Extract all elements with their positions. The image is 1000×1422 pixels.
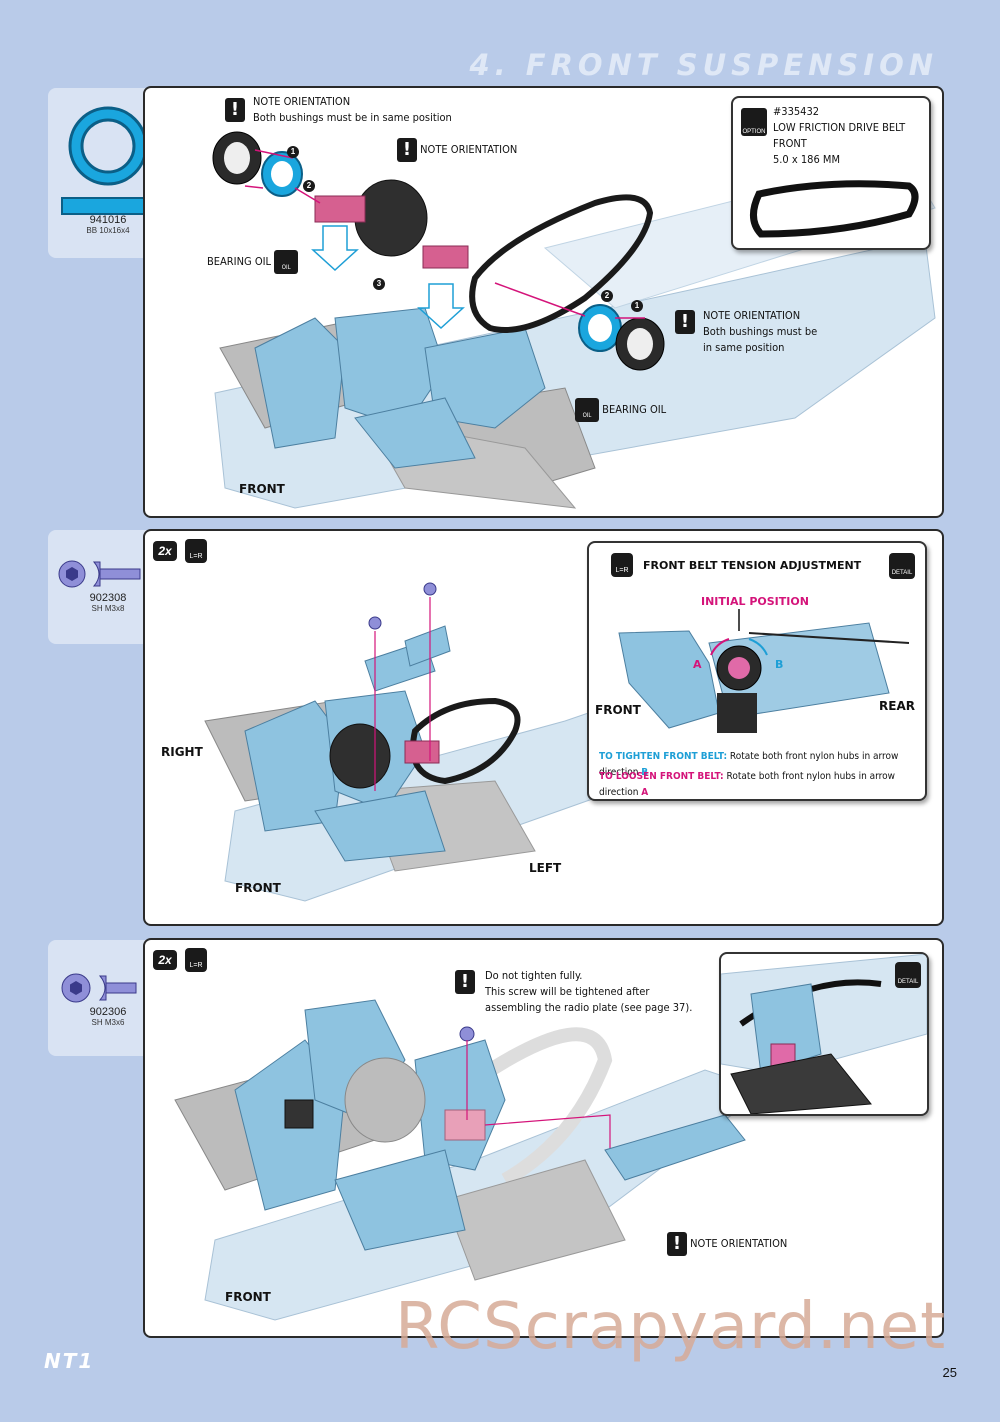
quantity-badge: 2x bbox=[153, 541, 177, 561]
direction-a: A bbox=[693, 658, 702, 671]
warning-icon: ! bbox=[225, 98, 245, 122]
quantity-badge: 2x bbox=[153, 950, 177, 970]
screw-icon bbox=[61, 973, 137, 1003]
warning-icon: ! bbox=[667, 1232, 687, 1256]
loosen-instruction: TO LOOSEN FRONT BELT: Rotate both front … bbox=[599, 771, 896, 798]
magnifier-icon: DETAIL bbox=[889, 553, 915, 579]
left-equals-right-icon: L=R bbox=[185, 539, 207, 563]
warning-icon: ! bbox=[397, 138, 417, 162]
drive-belt-icon bbox=[750, 180, 919, 238]
step-number: 3 bbox=[373, 278, 385, 290]
front-label: FRONT bbox=[235, 881, 281, 895]
note-right: ! NOTE ORIENTATION Both bushings must be… bbox=[675, 308, 817, 356]
step-1-panel: ! NOTE ORIENTATION Both bushings must be… bbox=[143, 86, 944, 518]
front-suspension-diagram-3 bbox=[174, 999, 767, 1321]
page-number: 25 bbox=[942, 1365, 957, 1380]
bearing-oil-right: OIL BEARING OIL bbox=[575, 398, 666, 422]
tension-diagram bbox=[618, 609, 910, 733]
warning-icon: ! bbox=[455, 970, 475, 994]
inset-title: FRONT BELT TENSION ADJUSTMENT bbox=[643, 559, 862, 572]
nt1-logo: NT1 bbox=[44, 1349, 95, 1373]
left-label: LEFT bbox=[529, 861, 562, 875]
front-label: FRONT bbox=[225, 1290, 271, 1304]
thumbs-up-icon: OPTION bbox=[741, 108, 767, 136]
step-2-panel: 2x L=R RIGHT LEFT FRONT L=R FRONT BELT T… bbox=[143, 529, 944, 926]
magnifier-icon: DETAIL bbox=[895, 962, 921, 988]
option-text: #335432 LOW FRICTION DRIVE BELT FRONT 5.… bbox=[773, 105, 906, 166]
front-label: FRONT bbox=[239, 482, 285, 496]
oil-icon: OIL bbox=[575, 398, 599, 422]
step-number: 2 bbox=[303, 180, 315, 192]
step-number: 1 bbox=[631, 300, 643, 312]
bearing-oil-left: BEARING OIL OIL bbox=[207, 250, 299, 274]
step-3-panel: 2x L=R ! Do not tighten fully. This scre… bbox=[143, 938, 944, 1338]
inset-rear-label: REAR bbox=[879, 699, 915, 713]
watermark: RCScrapyard.net bbox=[395, 1290, 947, 1364]
warning-icon: ! bbox=[675, 310, 695, 334]
inset-front-label: FRONT bbox=[595, 703, 641, 717]
right-label: RIGHT bbox=[161, 745, 203, 759]
note-center: ! NOTE ORIENTATION bbox=[397, 138, 517, 162]
left-equals-right-icon: L=R bbox=[185, 948, 207, 972]
oil-icon: OIL bbox=[274, 250, 299, 274]
step-number: 1 bbox=[287, 146, 299, 158]
screw-icon bbox=[58, 560, 141, 588]
belt-tension-inset: L=R FRONT BELT TENSION ADJUSTMENT DETAIL… bbox=[587, 541, 927, 801]
detail-inset: DETAIL bbox=[719, 952, 929, 1116]
section-title: 4. FRONT SUSPENSION bbox=[469, 48, 938, 82]
detail-diagram bbox=[721, 954, 927, 1114]
step-number: 2 bbox=[601, 290, 613, 302]
option-inset: OPTION #335432 LOW FRICTION DRIVE BELT F… bbox=[731, 96, 931, 250]
note-orientation: ! NOTE ORIENTATION bbox=[667, 1232, 787, 1256]
direction-b: B bbox=[775, 658, 784, 671]
note-do-not-tighten: ! Do not tighten fully. This screw will … bbox=[455, 968, 692, 1016]
left-equals-right-icon: L=R bbox=[611, 553, 633, 577]
tighten-instruction: TO TIGHTEN FRONT BELT: Rotate both front… bbox=[599, 751, 899, 778]
note-top: ! NOTE ORIENTATION Both bushings must be… bbox=[225, 94, 452, 126]
initial-position-label: INITIAL POSITION bbox=[701, 595, 809, 608]
